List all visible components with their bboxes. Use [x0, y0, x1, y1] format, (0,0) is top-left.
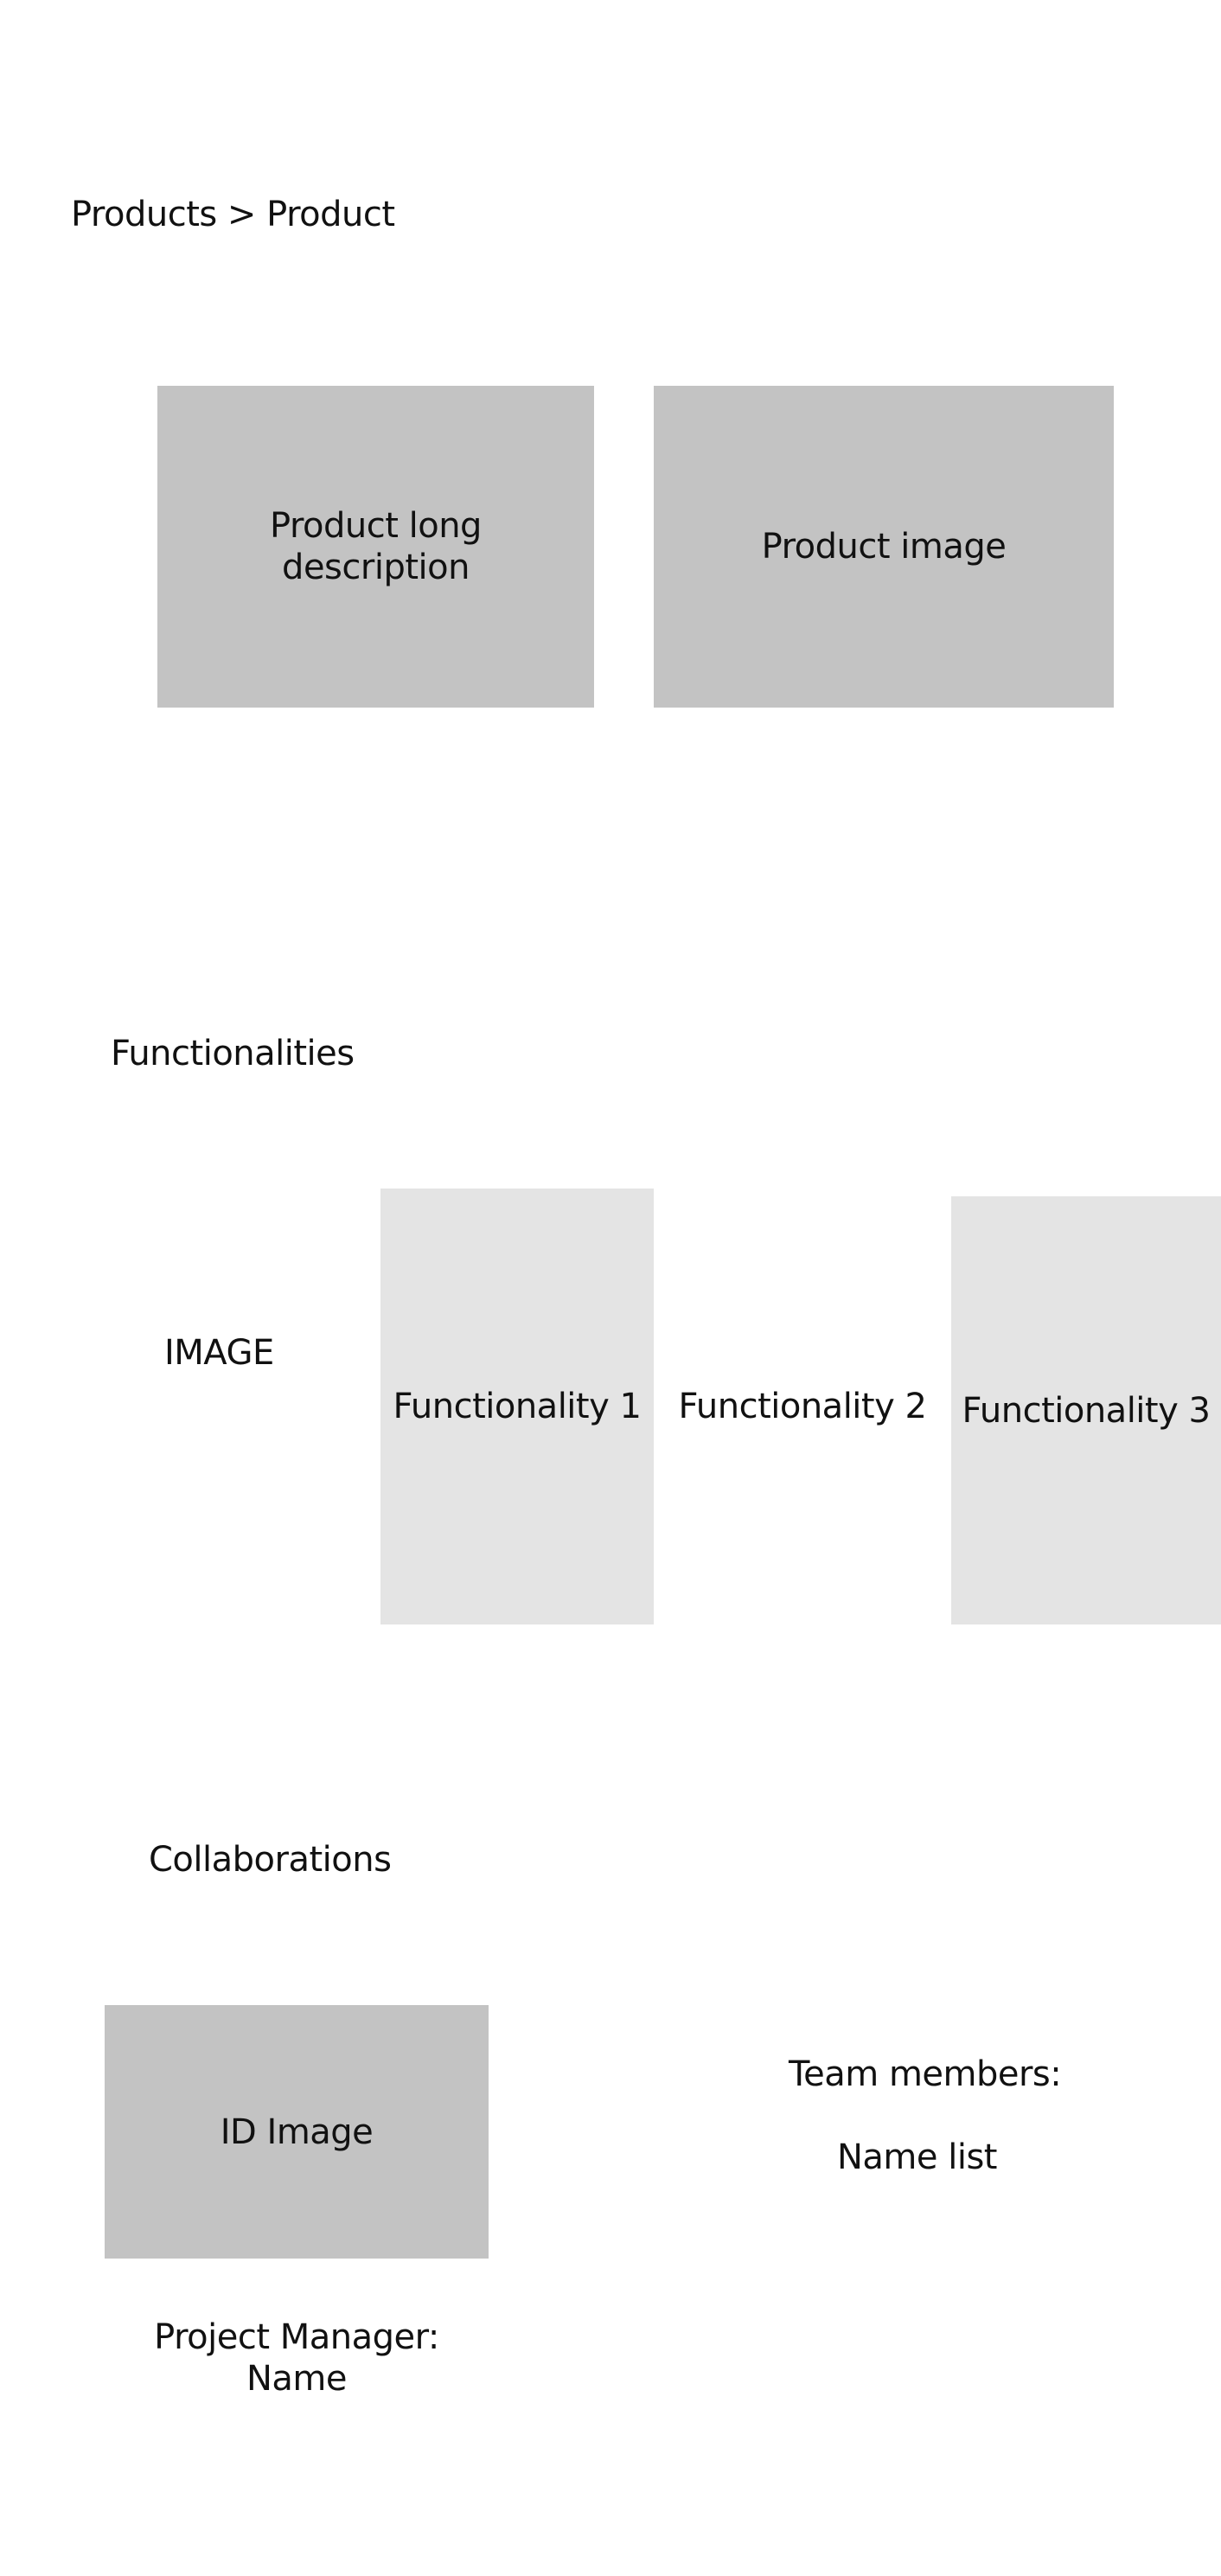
product-description: Product long description — [270, 506, 482, 587]
functionality-label: Functionality 2 — [678, 1387, 927, 1426]
functionalities-image-label: IMAGE — [164, 1333, 274, 1373]
project-manager-name: Name — [246, 2359, 348, 2399]
id-image-label: ID Image — [220, 2111, 374, 2152]
functionality-card-3[interactable]: Functionality 3 — [951, 1196, 1221, 1624]
id-image-placeholder: ID Image — [105, 2005, 489, 2259]
collaborations-heading: Collaborations — [149, 1840, 392, 1880]
functionality-label: Functionality 1 — [393, 1387, 642, 1426]
product-image-placeholder: Product image — [654, 386, 1114, 708]
functionality-label: Functionality 3 — [962, 1390, 1211, 1431]
product-image-label: Product image — [761, 527, 1007, 567]
project-manager-block: Project Manager: Name — [105, 2316, 489, 2400]
project-manager-label: Project Manager: — [154, 2317, 439, 2357]
breadcrumb[interactable]: Products > Product — [71, 195, 395, 234]
functionality-card-2[interactable]: Functionality 2 — [654, 1189, 951, 1624]
team-members-label: Team members: — [789, 2054, 1062, 2094]
functionality-card-1[interactable]: Functionality 1 — [380, 1189, 654, 1624]
product-description-panel: Product long description — [157, 386, 594, 708]
team-members-name-list: Name list — [837, 2137, 997, 2177]
functionalities-heading: Functionalities — [111, 1034, 355, 1073]
